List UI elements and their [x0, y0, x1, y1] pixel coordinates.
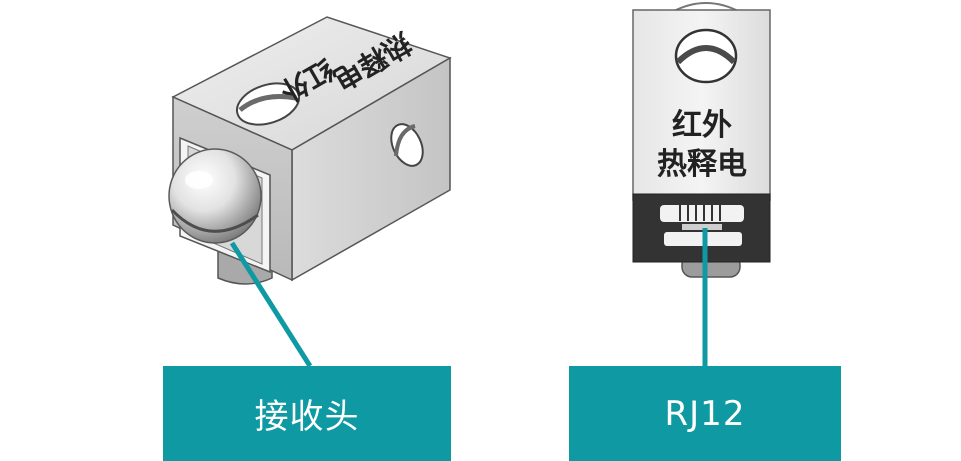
- top-mount-hole: [236, 82, 300, 126]
- receiver-dome: [168, 148, 262, 244]
- leader-line-receiver: [229, 241, 313, 368]
- right-sensor-module: 红外 热释电: [632, 2, 771, 278]
- callout-rj12: RJ12: [569, 366, 841, 461]
- callout-receiver: 接收头: [163, 366, 451, 461]
- rj12-socket: [660, 205, 744, 246]
- right-module-printed-text-line2: 热释电: [657, 147, 747, 182]
- callout-receiver-label: 接收头: [254, 397, 360, 437]
- callout-rj12-label: RJ12: [664, 393, 746, 434]
- side-mount-hole: [390, 123, 424, 167]
- left-sensor-module: 红外 热释电: [168, 16, 452, 285]
- right-module-printed-text-line1: 红外: [672, 108, 732, 143]
- plate-mount-hole: [674, 28, 738, 84]
